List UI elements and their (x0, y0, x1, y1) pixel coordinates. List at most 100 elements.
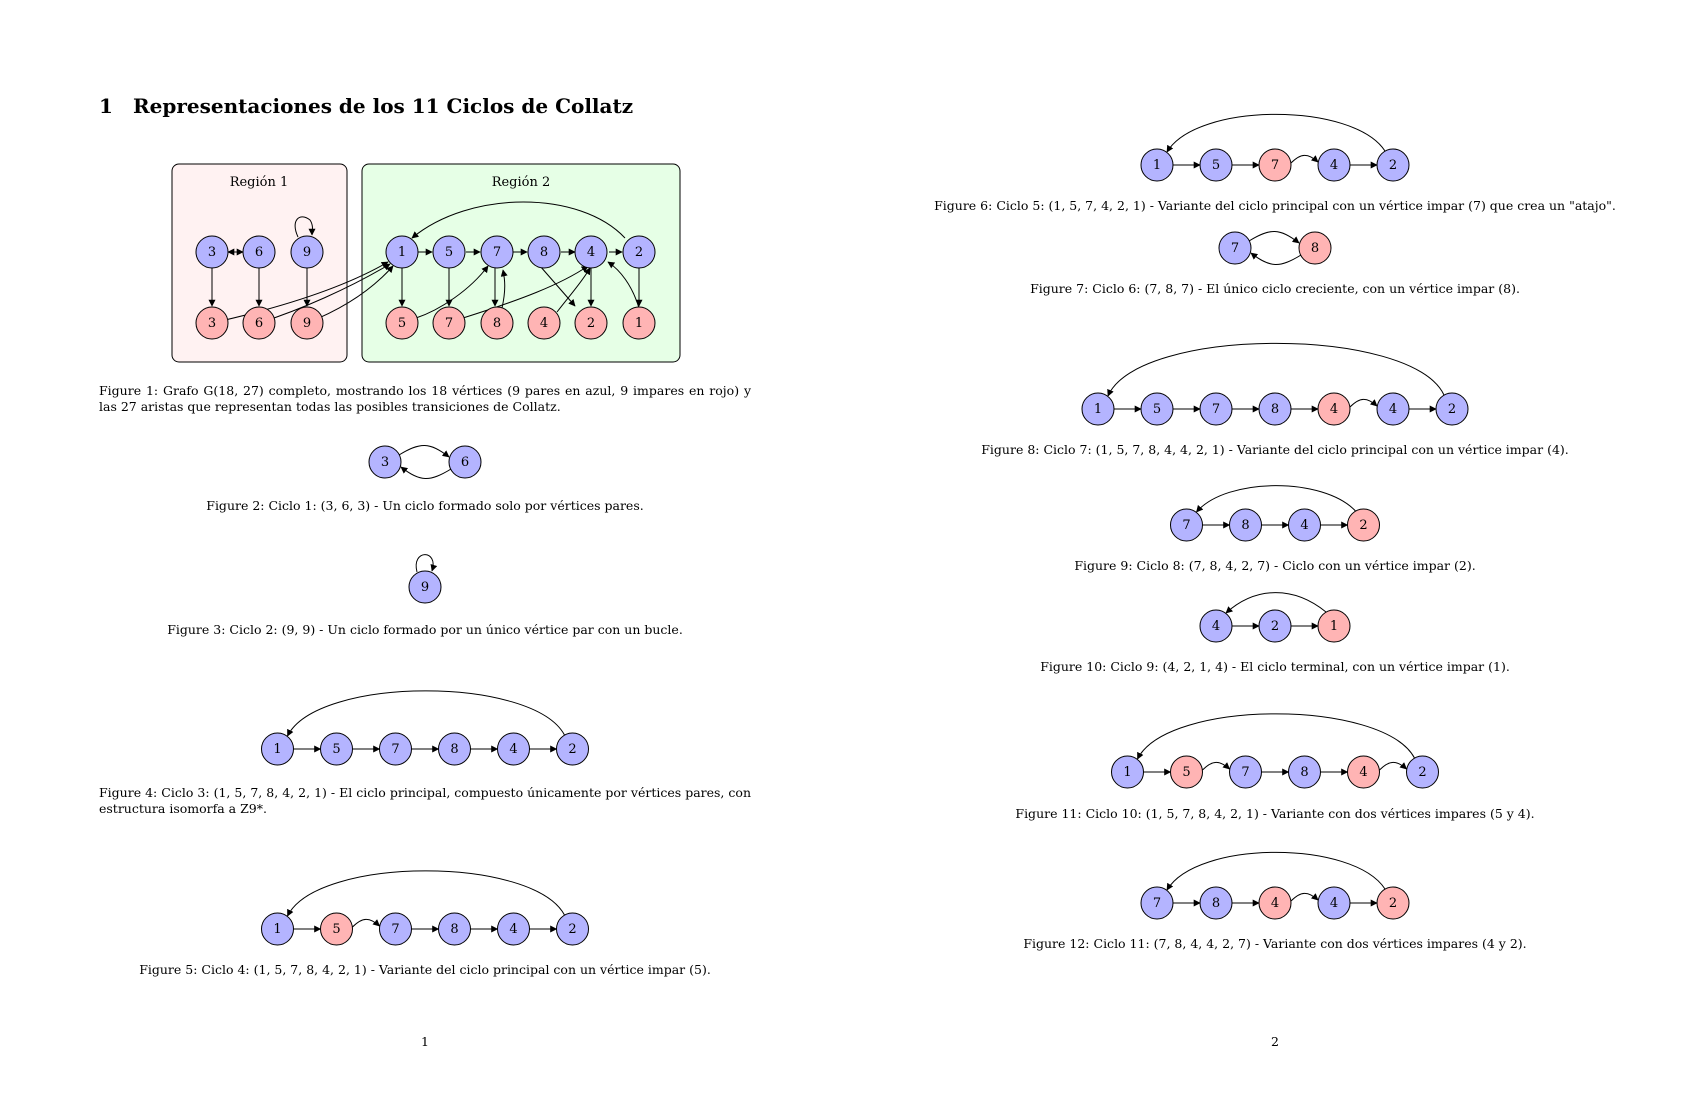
svg-text:1: 1 (273, 742, 281, 757)
svg-text:4: 4 (1359, 765, 1367, 780)
page-number-1: 1 (421, 1034, 429, 1049)
ciclo-7-vertex-2: 2 (1435, 392, 1469, 426)
ciclo-10-edges (1137, 713, 1415, 776)
svg-text:2: 2 (1448, 402, 1456, 417)
svg-text:7: 7 (1153, 896, 1161, 911)
figure-8-caption: Figure 8: Ciclo 7: (1, 5, 7, 8, 4, 4, 2,… (890, 442, 1660, 458)
ciclo-8-vertex-7: 7 (1170, 508, 1203, 542)
svg-text:2: 2 (568, 922, 576, 937)
ciclo-2-vertex-9: 9 (408, 570, 442, 604)
ciclo-7-vertex-1: 1 (1081, 392, 1115, 426)
svg-text:6: 6 (255, 316, 263, 331)
ciclo-7-vertex-4: 4 (1317, 392, 1351, 426)
svg-text:1: 1 (398, 245, 406, 260)
region-1-label: Región 1 (230, 175, 289, 190)
figure-11-text: Ciclo 10: (1, 5, 7, 8, 4, 2, 1) - Varian… (1085, 806, 1535, 821)
ciclo-4-vertex-4: 4 (497, 912, 530, 946)
ciclo-3-vertex-1: 1 (261, 732, 294, 766)
svg-text:1: 1 (1094, 402, 1102, 417)
vertex-odd-4: 4 (527, 306, 561, 340)
ciclo-1-vertex-3: 3 (368, 445, 402, 479)
svg-text:2: 2 (1271, 619, 1279, 634)
figure-2-label: Figure 2: (206, 498, 265, 513)
svg-text:7: 7 (1241, 765, 1249, 780)
svg-text:4: 4 (1300, 518, 1308, 533)
figure-9-label: Figure 9: (1074, 558, 1133, 573)
ciclo-11-vertex-4: 4 (1317, 886, 1351, 920)
full-graph-figure: Región 1 Región 2 (171, 163, 681, 363)
svg-text:4: 4 (509, 742, 517, 757)
svg-text:7: 7 (1182, 518, 1190, 533)
svg-text:3: 3 (208, 245, 216, 260)
page-1-figures: Región 1 Región 2 (171, 163, 681, 946)
svg-text:6: 6 (461, 455, 469, 470)
svg-text:4: 4 (587, 245, 595, 260)
figure-4-label: Figure 4: (99, 785, 158, 800)
ciclo-9-vertex-1: 1 (1317, 609, 1351, 643)
ciclo-7-edges (1107, 342, 1445, 413)
ciclo-2-edges (415, 554, 438, 573)
ciclo-3-vertex-7: 7 (379, 732, 412, 766)
svg-text:1: 1 (1123, 765, 1131, 780)
vertex-even-7: 7 (480, 235, 514, 269)
svg-text:8: 8 (1212, 896, 1220, 911)
svg-text:4: 4 (1330, 158, 1338, 173)
ciclo-9-edges (1225, 592, 1327, 630)
figure-10-text: Ciclo 9: (4, 2, 1, 4) - El ciclo termina… (1110, 659, 1510, 674)
svg-text:8: 8 (450, 742, 458, 757)
svg-text:4: 4 (1330, 896, 1338, 911)
svg-text:5: 5 (1153, 402, 1161, 417)
ciclo-4-vertex-8: 8 (438, 912, 471, 946)
figure-9-text: Ciclo 8: (7, 8, 4, 2, 7) - Ciclo con un … (1136, 558, 1476, 573)
svg-text:5: 5 (398, 316, 406, 331)
vertex-odd-9: 9 (290, 306, 324, 340)
svg-text:5: 5 (332, 922, 340, 937)
figure-6-text: Ciclo 5: (1, 5, 7, 4, 2, 1) - Variante d… (996, 198, 1616, 213)
ciclo-10-vertex-2: 2 (1406, 755, 1439, 789)
figure-7-text: Ciclo 6: (7, 8, 7) - El único ciclo crec… (1092, 281, 1520, 296)
ciclo-3-vertex-8: 8 (438, 732, 471, 766)
figure-6-caption: Figure 6: Ciclo 5: (1, 5, 7, 4, 2, 1) - … (890, 198, 1660, 214)
vertex-even-6: 6 (242, 235, 276, 269)
figure-12-caption: Figure 12: Ciclo 11: (7, 8, 4, 4, 2, 7) … (890, 936, 1660, 952)
svg-text:2: 2 (587, 316, 595, 331)
ciclo-5-vertex-5: 5 (1199, 148, 1233, 182)
ciclo-10-vertex-5: 5 (1170, 755, 1203, 789)
ciclo-9-vertex-4: 4 (1199, 609, 1233, 643)
figure-5-caption: Figure 5: Ciclo 4: (1, 5, 7, 8, 4, 2, 1)… (99, 962, 751, 978)
svg-text:8: 8 (1241, 518, 1249, 533)
ciclo-6-vertex-8: 8 (1298, 231, 1332, 265)
figure-3-text: Ciclo 2: (9, 9) - Un ciclo formado por u… (229, 622, 683, 637)
ciclo-4-edges (287, 870, 565, 933)
svg-text:8: 8 (493, 316, 501, 331)
svg-text:2: 2 (1389, 896, 1397, 911)
ciclo-4-vertex-5: 5 (320, 912, 353, 946)
svg-text:2: 2 (1389, 158, 1397, 173)
svg-text:7: 7 (1212, 402, 1220, 417)
figure-12-text: Ciclo 11: (7, 8, 4, 4, 2, 7) - Variante … (1093, 936, 1527, 951)
svg-text:4: 4 (1271, 896, 1279, 911)
figure-2-caption: Figure 2: Ciclo 1: (3, 6, 3) - Un ciclo … (99, 498, 751, 514)
ciclo-7-vertex-4: 4 (1376, 392, 1410, 426)
ciclo-5-vertex-2: 2 (1376, 148, 1410, 182)
svg-text:5: 5 (1212, 158, 1220, 173)
ciclo-3-vertex-5: 5 (320, 732, 353, 766)
svg-text:5: 5 (445, 245, 453, 260)
svg-text:4: 4 (509, 922, 517, 937)
page-number-2: 2 (1271, 1034, 1279, 1049)
figure-7-label: Figure 7: (1030, 281, 1089, 296)
region-2-label: Región 2 (492, 175, 551, 190)
svg-text:1: 1 (635, 316, 643, 331)
svg-text:7: 7 (391, 922, 399, 937)
figure-12-label: Figure 12: (1023, 936, 1090, 951)
svg-text:7: 7 (493, 245, 501, 260)
figure-10-label: Figure 10: (1040, 659, 1107, 674)
ciclo-5-edges (1166, 113, 1386, 169)
cycle-11-diagram: 7 8 4 4 2 (1140, 851, 1410, 920)
vertex-odd-2: 2 (574, 306, 608, 340)
